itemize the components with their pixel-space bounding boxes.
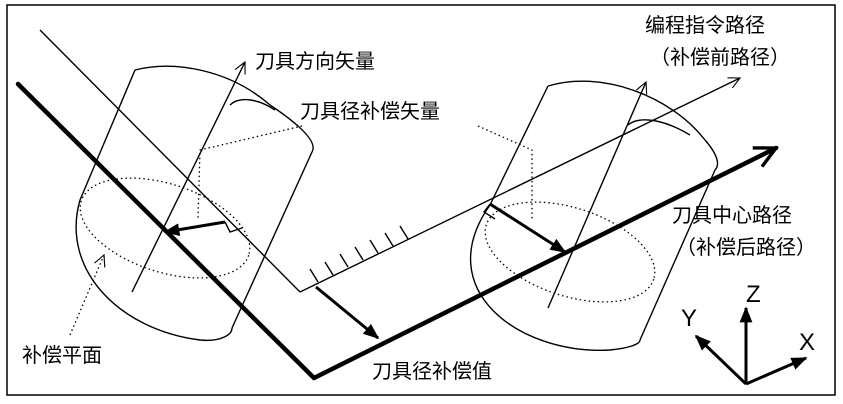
label-tool-center-path-line2: （补偿后路径） [676,235,816,259]
label-tool-radius-comp-value: 刀具径补偿值 [372,359,492,383]
diagram-frame [6,4,836,396]
z-axis-label: Z [746,281,761,308]
left-tool-cylinder [75,65,314,342]
right-tool-direction-arrow [547,80,648,309]
leader-compensation-plane [69,253,106,336]
compensation-value-arrow [315,285,380,340]
x-axis-arrow [745,356,808,386]
x-axis-label: X [799,329,815,356]
left-compensation-vector [163,220,226,236]
label-programmed-path-line1: 编程指令路径 [645,13,765,37]
leader-radius-comp-left [197,125,303,219]
programmed-path-segment-1 [39,29,301,293]
left-right-angle-mark [224,221,243,233]
right-right-angle-mark [482,203,496,220]
tool-center-path-segment-2 [311,145,776,381]
y-axis-arrow [694,334,748,386]
left-tool-direction-arrow [131,60,246,293]
programmed-path-segment-2 [299,77,742,293]
leader-radius-comp-right [477,125,533,220]
label-compensation-plane: 补偿平面 [22,343,102,367]
hatch-marks [309,225,409,283]
label-tool-radius-comp-vector: 刀具径补偿矢量 [300,99,440,123]
label-programmed-path-line2: （补偿前路径） [650,45,790,69]
label-tool-center-path-line1: 刀具中心路径 [672,203,792,227]
axis-triad: Z Y X [681,281,815,386]
right-compensation-vector [489,202,567,254]
y-axis-label: Y [681,305,697,332]
label-tool-direction-vector: 刀具方向矢量 [255,49,375,73]
